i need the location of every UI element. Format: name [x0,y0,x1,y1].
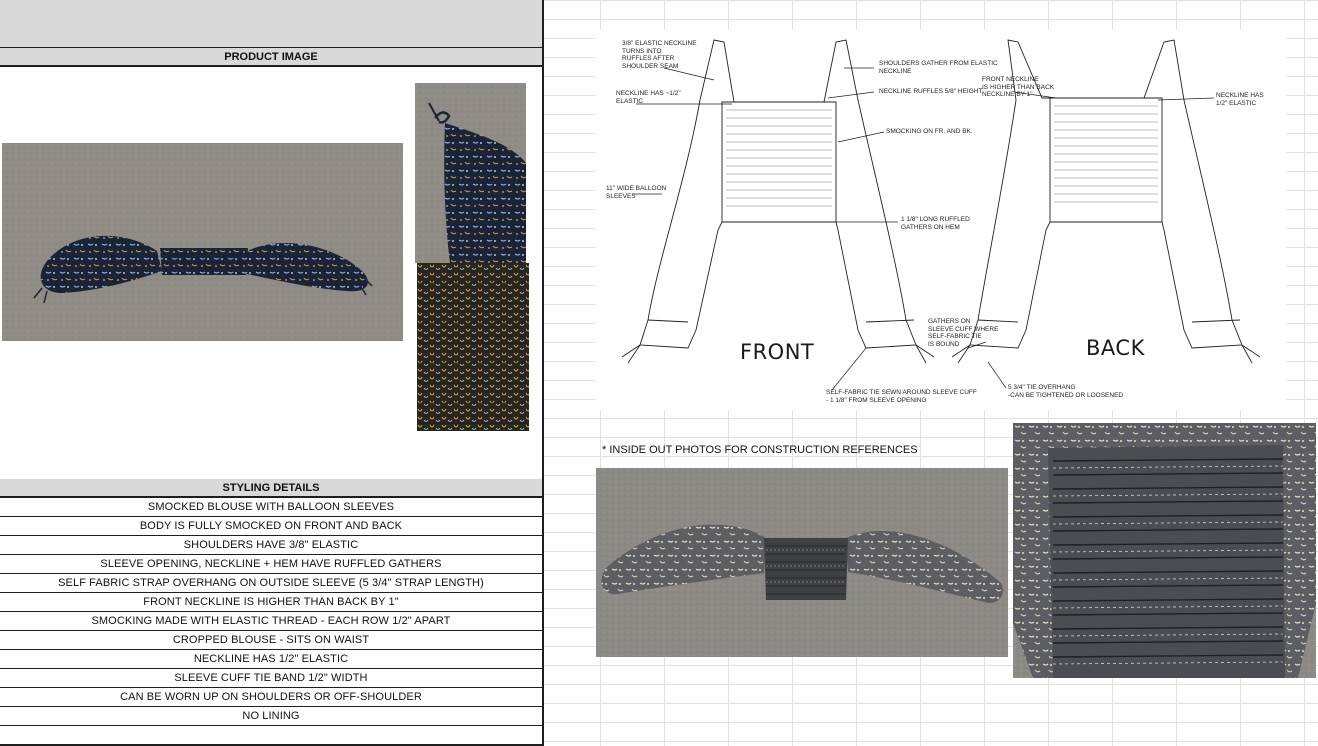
back-label: BACK [1086,336,1145,360]
callout-elastic-neckline: 3/8" ELASTIC NECKLINE TURNS INTO RUFFLES… [622,40,697,70]
styling-row[interactable]: NO LINING [0,707,542,726]
callout-neckline-half: NECKLINE HAS ~1/2" ELASTIC [616,90,681,105]
product-photo-detail-smocking[interactable] [417,263,529,431]
inside-out-photo-smocking[interactable] [1013,423,1316,678]
styling-row[interactable]: SELF FABRIC STRAP OVERHANG ON OUTSIDE SL… [0,574,542,593]
callout-cuff-gathers: GATHERS ON SLEEVE CUFF WHERE SELF-FABRIC… [928,318,999,348]
styling-row[interactable]: FRONT NECKLINE IS HIGHER THAN BACK BY 1" [0,593,542,612]
product-photo-detail-sleeve[interactable] [415,83,526,263]
styling-row[interactable]: CROPPED BLOUSE - SITS ON WAIST [0,631,542,650]
front-label: FRONT [740,340,815,364]
callout-shoulders-gather: SHOULDERS GATHER FROM ELASTIC NECKLINE [879,60,998,75]
inside-out-note: * INSIDE OUT PHOTOS FOR CONSTRUCTION REF… [602,444,918,456]
callout-balloon-sleeves: 11" WIDE BALLOON SLEEVES [606,185,667,200]
product-image-area [0,68,542,476]
styling-row[interactable]: SLEEVE CUFF TIE BAND 1/2" WIDTH [0,669,542,688]
styling-row[interactable]: SMOCKED BLOUSE WITH BALLOON SLEEVES [0,498,542,517]
callout-back-neckline: NECKLINE HAS 1/2" ELASTIC [1216,92,1264,107]
styling-details-list: SMOCKED BLOUSE WITH BALLOON SLEEVES BODY… [0,498,542,726]
callout-tie-overhang: 5 3/4" TIE OVERHANG -CAN BE TIGHTENED OR… [1008,384,1124,399]
styling-row[interactable]: SMOCKING MADE WITH ELASTIC THREAD - EACH… [0,612,542,631]
callout-self-fabric-tie: SELF-FABRIC TIE SEWN AROUND SLEEVE CUFF … [826,389,977,404]
styling-row[interactable]: CAN BE WORN UP ON SHOULDERS OR OFF-SHOUL… [0,688,542,707]
top-blank-cell[interactable] [0,0,542,49]
inside-out-photo-flat[interactable] [596,468,1008,657]
left-panel: PRODUCT IMAGE [0,0,544,746]
styling-row[interactable]: SHOULDERS HAVE 3/8" ELASTIC [0,536,542,555]
callout-front-higher: FRONT NECKLINE IS HIGHER THAN BACK NECKL… [982,76,1055,98]
styling-row[interactable]: NECKLINE HAS 1/2" ELASTIC [0,650,542,669]
product-photo-flat[interactable] [2,143,403,341]
styling-row[interactable]: SLEEVE OPENING, NECKLINE + HEM HAVE RUFF… [0,555,542,574]
callout-neckline-ruffles: NECKLINE RUFFLES 5/8" HEIGHT [879,88,983,95]
callout-smocking: SMOCKING ON FR. AND BK. [886,128,973,135]
product-image-header: PRODUCT IMAGE [0,48,542,67]
technical-sketch[interactable]: 3/8" ELASTIC NECKLINE TURNS INTO RUFFLES… [596,30,1286,410]
styling-row[interactable]: BODY IS FULLY SMOCKED ON FRONT AND BACK [0,517,542,536]
styling-details-header: STYLING DETAILS [0,479,542,498]
callout-hem-ruffle: 1 1/8" LONG RUFFLED GATHERS ON HEM [901,216,970,231]
